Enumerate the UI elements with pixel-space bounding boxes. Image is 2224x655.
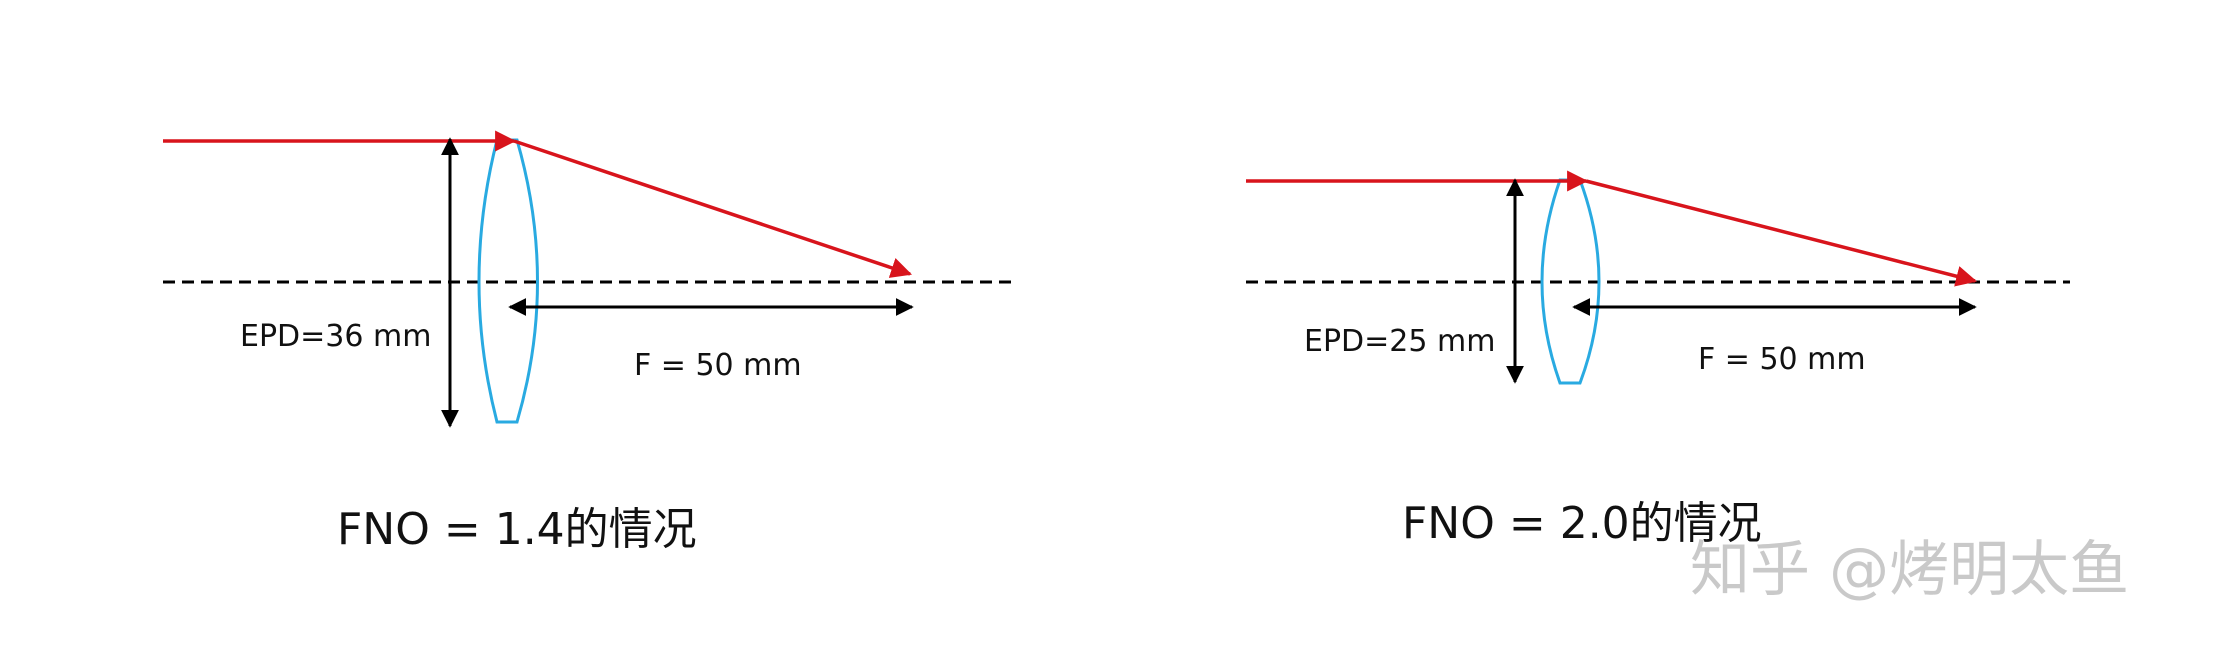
ray-refracted-left [513, 139, 912, 278]
lens-right [1540, 178, 1601, 385]
caption-right: FNO = 2.0的情况 [1402, 498, 1762, 549]
diagram-left: EPD=36 mm F = 50 mm FNO = 1.4的情况 [163, 130, 1012, 555]
ray-refracted-right [1585, 179, 1978, 287]
caption-left: FNO = 1.4的情况 [337, 504, 697, 555]
lens-left [477, 138, 539, 424]
epd-label-left: EPD=36 mm [240, 319, 431, 354]
focal-label-left: F = 50 mm [634, 348, 802, 383]
diagram-right: EPD=25 mm F = 50 mm FNO = 2.0的情况 [1246, 170, 2070, 549]
watermark: 知乎 @烤明太鱼 [1690, 535, 2129, 605]
focal-label-right: F = 50 mm [1698, 342, 1866, 377]
epd-label-right: EPD=25 mm [1304, 324, 1495, 359]
